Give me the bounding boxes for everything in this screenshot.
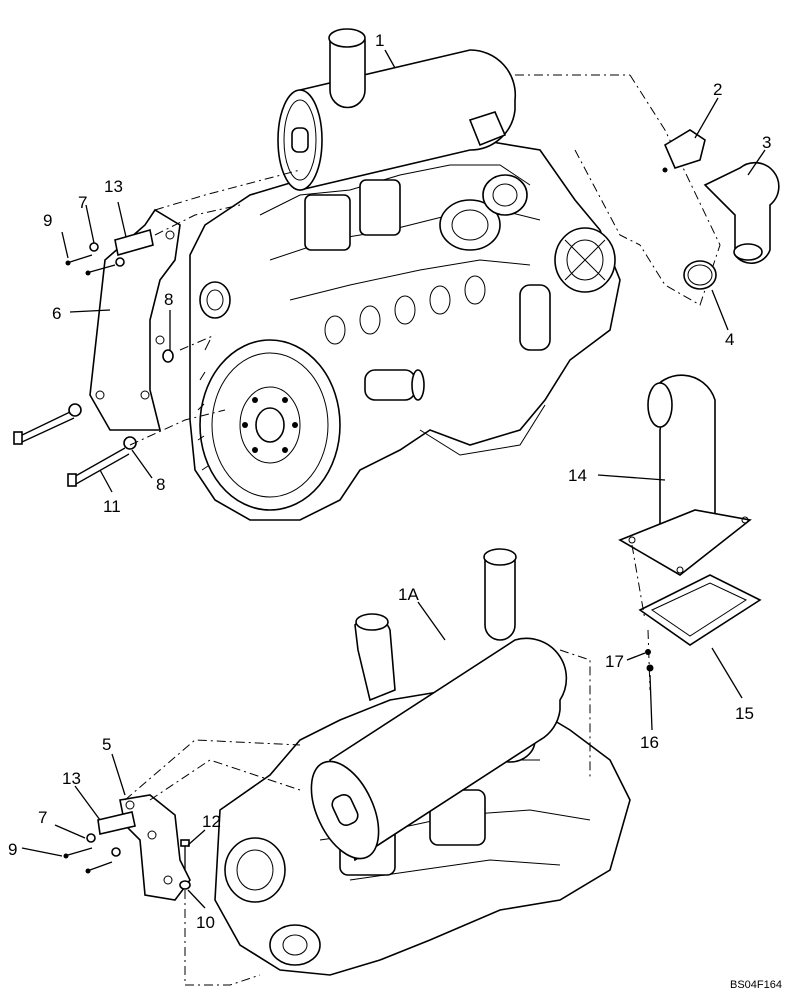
- lower-alternator: [224, 837, 286, 903]
- callout-2: 2: [713, 80, 722, 99]
- nut-16: [646, 664, 654, 672]
- stack-14-assembly: [618, 374, 762, 691]
- oil-filter: [519, 284, 551, 351]
- callout-5: 5: [102, 735, 111, 754]
- intake-ports: [324, 275, 486, 345]
- washer-upper-plate: [68, 403, 82, 417]
- bracket-5: [119, 794, 191, 901]
- leader-lines: [21, 49, 766, 909]
- bracket-6: [89, 208, 181, 431]
- callout-8-lower: 8: [156, 475, 165, 494]
- washer-8-upper: [162, 349, 174, 363]
- muffler-upper: [277, 28, 517, 192]
- plate-13-lower: [97, 811, 136, 835]
- callout-14: 14: [568, 466, 587, 485]
- lower-engine-block: [214, 689, 631, 976]
- washer-17: [645, 649, 651, 655]
- callout-10: 10: [196, 913, 215, 932]
- callout-8-upper: 8: [164, 290, 173, 309]
- callout-11: 11: [103, 497, 121, 516]
- callout-1A: 1A: [398, 585, 419, 604]
- callout-16: 16: [640, 733, 659, 752]
- alternator: [554, 227, 616, 293]
- muffler-lower: [310, 548, 568, 862]
- reference-code: BS04F164: [730, 979, 782, 991]
- lower-engine-assembly: [63, 548, 631, 986]
- callout-13-lower: 13: [62, 769, 81, 788]
- elbow-2: [663, 129, 706, 169]
- bolts-11: [13, 411, 130, 487]
- turbocharger: [439, 174, 528, 251]
- plate-13-upper: [114, 228, 154, 257]
- callout-labels: 1 2 3 4 6 7 8 8 9 11 13 14 15 16 17 1A 5…: [8, 31, 771, 932]
- callout-17: 17: [605, 652, 624, 671]
- lower-fasteners: [63, 833, 191, 890]
- callout-1: 1: [375, 31, 384, 50]
- callout-7-lower: 7: [38, 808, 47, 827]
- upper-engine-assembly: [13, 28, 721, 521]
- callout-6: 6: [52, 304, 61, 323]
- exhaust-connection-parts: [662, 129, 780, 290]
- callout-4: 4: [725, 330, 734, 349]
- starter-motor: [364, 369, 425, 401]
- callout-9-lower: 9: [8, 840, 17, 859]
- callout-7-upper: 7: [78, 193, 87, 212]
- callout-9-upper: 9: [43, 211, 52, 230]
- flywheel: [199, 339, 341, 511]
- washer-8-lower: [123, 436, 137, 450]
- filter-housing: [304, 194, 351, 251]
- callout-15: 15: [735, 704, 754, 723]
- callout-3: 3: [762, 133, 771, 152]
- callout-12: 12: [202, 812, 221, 831]
- callout-13-upper: 13: [104, 177, 123, 196]
- pump-housing: [359, 179, 401, 236]
- gasket-15: [638, 574, 762, 646]
